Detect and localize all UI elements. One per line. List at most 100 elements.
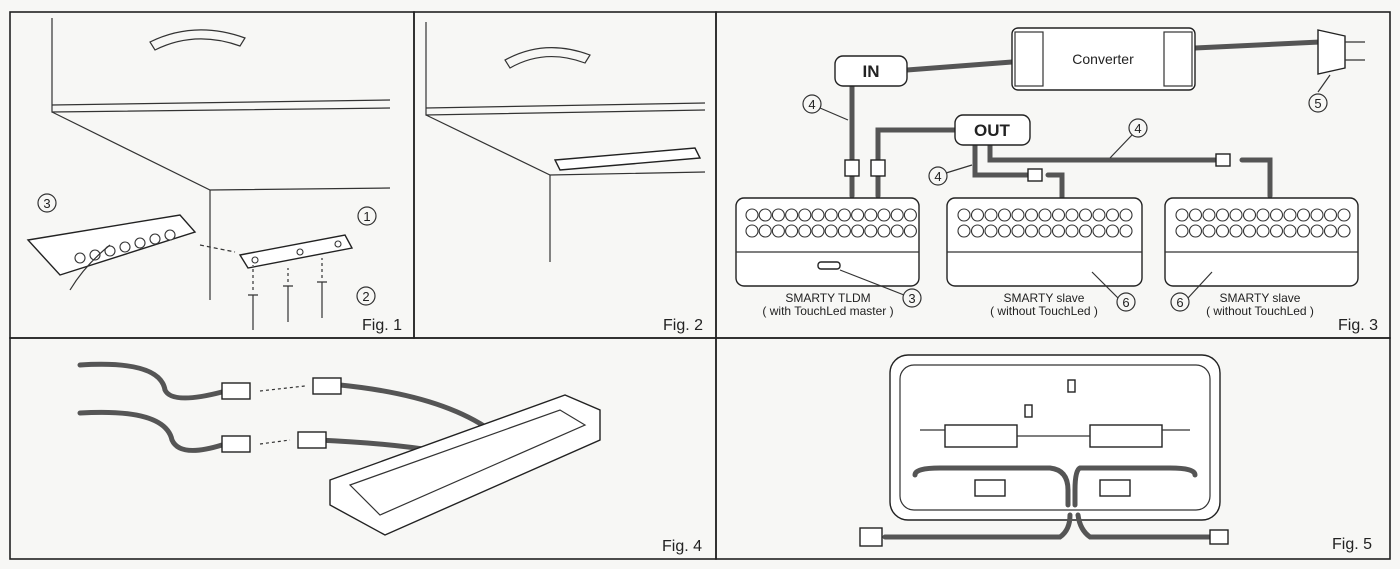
mounted-plate [553, 147, 702, 171]
cabinet-door-edge [425, 22, 706, 116]
led-dot [1051, 224, 1066, 238]
hand-outline [69, 244, 111, 291]
led-dot [1092, 208, 1106, 222]
led-dot [1078, 208, 1093, 222]
led-dot [824, 224, 838, 238]
fig2-label: Fig. 2 [663, 317, 703, 334]
led-dot [1269, 208, 1284, 222]
led-dot [1011, 224, 1025, 238]
led-dot [1242, 224, 1257, 238]
led-dot [1175, 224, 1189, 238]
fig3-label: Fig. 3 [1338, 317, 1378, 334]
led-dot [1202, 208, 1216, 222]
connector-icon [1099, 479, 1131, 497]
led-dot [1310, 208, 1324, 222]
led-dot [1175, 208, 1189, 222]
connector-female-icon [297, 431, 327, 449]
led-dot [1105, 208, 1120, 222]
callout-2-text: 2 [362, 289, 369, 304]
fig5-label: Fig. 5 [1332, 536, 1372, 553]
callout-1-text: 1 [363, 209, 370, 224]
led-dot [984, 224, 998, 238]
device-slave-2-sub: ( without TouchLed ) [1206, 304, 1314, 318]
callout-4-c [928, 166, 948, 186]
led-dot [1283, 208, 1297, 222]
led-dot [1065, 208, 1079, 222]
led-dot [1269, 224, 1284, 238]
led-dot [771, 208, 785, 222]
led-dot [1296, 208, 1311, 222]
led-dot [957, 208, 971, 222]
led-dot [1038, 224, 1052, 238]
callout-4-b-text: 4 [1134, 121, 1141, 136]
led-dot [1323, 208, 1338, 222]
handle-icon [149, 29, 246, 51]
converter-label: Converter [1072, 51, 1134, 67]
device-slave-1 [946, 197, 1143, 287]
fig1-illustration: 3 1 2 Fig. 1 [26, 18, 402, 334]
led-grids [745, 208, 1351, 238]
lamp-unit [26, 214, 197, 276]
led-dot [864, 208, 878, 222]
led-dot [1283, 224, 1297, 238]
led-dot [1188, 224, 1203, 238]
led-dot [970, 208, 985, 222]
led-dot [970, 224, 985, 238]
converter-box [1011, 27, 1196, 91]
led-dot [1256, 208, 1270, 222]
screw-icons [248, 258, 327, 330]
led-dot [837, 224, 851, 238]
module-left [944, 424, 1018, 448]
housing-outline [889, 354, 1221, 521]
callout-6-b-text: 6 [1176, 295, 1183, 310]
fig1-label: Fig. 1 [362, 317, 402, 334]
led-dot [785, 208, 799, 222]
connector-icon [1027, 168, 1043, 182]
plug-icon [1317, 29, 1346, 75]
led-dot [798, 224, 812, 238]
connector-male-icon [221, 382, 251, 400]
connector-plug-icon [859, 527, 883, 547]
led-dot [1188, 208, 1203, 222]
led-dot [745, 224, 759, 238]
device-master-sub: ( with TouchLed master ) [762, 304, 893, 318]
led-dot [1119, 224, 1133, 238]
led-dot [1229, 224, 1243, 238]
led-dot [1065, 224, 1079, 238]
led-dot [957, 224, 971, 238]
led-dot [1078, 224, 1093, 238]
touchled-sensor [817, 261, 841, 270]
out-box-label: OUT [974, 121, 1011, 140]
device-slave-2 [1164, 197, 1359, 287]
led-dot [890, 208, 904, 222]
fig2-illustration: Fig. 2 [425, 22, 706, 334]
led-dot [903, 208, 917, 222]
callout-3 [902, 288, 922, 308]
device-slave-1-sub: ( without TouchLed ) [990, 304, 1098, 318]
led-dot [997, 208, 1012, 222]
led-dot [1024, 224, 1039, 238]
led-dot [890, 224, 904, 238]
led-dot [1215, 224, 1230, 238]
led-dot [1119, 208, 1133, 222]
led-dot [1229, 208, 1243, 222]
callout-4-a-text: 4 [808, 97, 815, 112]
fig4-label: Fig. 4 [662, 538, 702, 555]
led-dot [1202, 224, 1216, 238]
fig4-illustration: Fig. 4 [77, 361, 702, 555]
lamp-underside [329, 394, 601, 536]
connector-icon [844, 159, 860, 177]
led-dot [1024, 208, 1039, 222]
led-dot [1092, 224, 1106, 238]
mounting-plate [238, 234, 354, 269]
callout-3 [37, 193, 57, 213]
led-dot [745, 208, 759, 222]
led-dot [1242, 208, 1257, 222]
callout-6-a-text: 6 [1122, 295, 1129, 310]
led-dot [758, 224, 772, 238]
callout-2 [356, 286, 376, 306]
insert-arrow [199, 244, 236, 253]
callout-4-a [802, 94, 822, 114]
device-master-name: SMARTY TLDM [785, 291, 870, 305]
